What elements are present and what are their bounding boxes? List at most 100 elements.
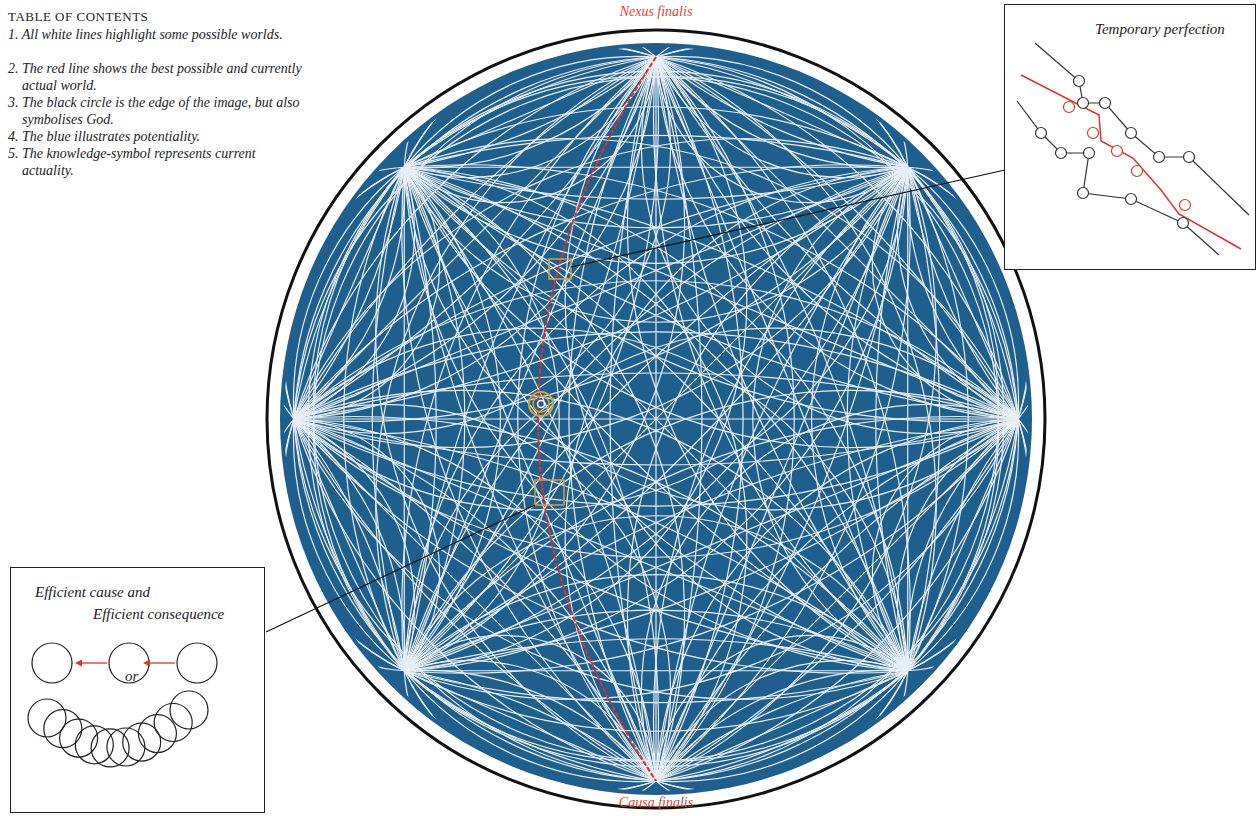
world-line — [294, 139, 908, 419]
world-line — [294, 419, 656, 781]
world-line — [656, 57, 908, 168]
world-line — [897, 167, 1018, 419]
world-line — [404, 167, 747, 781]
world-line — [656, 671, 908, 816]
world-line — [404, 107, 907, 168]
consequence-circle — [170, 691, 208, 729]
world-line — [908, 419, 1018, 671]
world-line — [1035, 43, 1249, 215]
toc-item: 5. The knowledge-symbol represents curre… — [8, 145, 308, 179]
world-line — [404, 57, 656, 178]
consequence-circle — [107, 728, 145, 766]
actual-state — [1088, 128, 1099, 139]
zoom-square — [535, 480, 564, 505]
toc-item: 2. The red line shows the best possible … — [8, 60, 308, 94]
toc-item: 1. All white lines highlight some possib… — [8, 26, 308, 43]
actual-state — [1064, 102, 1075, 113]
world-line — [404, 419, 1018, 699]
actual-state — [1180, 200, 1191, 211]
actual-world-line — [1021, 75, 1241, 249]
world-line — [259, 419, 405, 671]
world-line — [376, 167, 656, 781]
world-line — [404, 71, 907, 167]
leader-line — [266, 505, 535, 632]
world-state — [1036, 128, 1047, 139]
world-state — [1184, 152, 1195, 163]
world-line — [294, 167, 440, 419]
world-line — [404, 135, 907, 167]
pole-label: Nexus finalis — [620, 3, 693, 20]
world-line — [294, 419, 656, 781]
world-line — [294, 419, 656, 781]
world-state — [1178, 218, 1189, 229]
god-circle — [267, 30, 1045, 808]
knowledge-symbol — [529, 392, 553, 416]
world-line — [404, 671, 907, 767]
world-line — [308, 167, 404, 670]
actual-state — [1112, 146, 1123, 157]
world-line — [404, 167, 559, 670]
world-line — [294, 419, 415, 671]
consequence-circle — [154, 704, 192, 742]
arrowhead — [143, 660, 150, 667]
world-line — [656, 167, 999, 781]
world-line — [284, 167, 405, 419]
world-line — [404, 167, 436, 670]
toc-heading: TABLE OF CONTENTS — [8, 8, 148, 25]
inset-text: Efficient cause and — [35, 584, 150, 601]
world-line — [404, 22, 656, 168]
world-line — [294, 167, 404, 419]
pole-label: Causa finalis — [619, 794, 693, 811]
world-line — [908, 419, 1018, 671]
world-line — [1017, 101, 1219, 255]
world-line — [404, 167, 907, 168]
world-line — [294, 419, 1018, 465]
world-line — [404, 167, 656, 781]
world-state — [1074, 76, 1085, 87]
world-line — [294, 419, 440, 671]
world-state — [1056, 148, 1067, 159]
world-line — [404, 167, 907, 199]
cause-circle — [32, 643, 72, 683]
arrowhead — [75, 660, 82, 667]
world-line — [404, 167, 405, 670]
world-line — [294, 419, 908, 762]
world-line — [294, 419, 656, 781]
world-state — [1154, 152, 1165, 163]
world-line — [404, 635, 656, 781]
zoom-square — [549, 259, 571, 279]
world-line — [344, 167, 405, 670]
world-line — [404, 167, 1018, 421]
world-line — [404, 167, 465, 670]
world-line — [404, 167, 684, 781]
world-line — [404, 167, 1018, 419]
world-line — [294, 419, 656, 781]
world-line — [404, 167, 656, 781]
world-line — [294, 419, 656, 781]
world-line — [404, 671, 656, 782]
world-line — [404, 167, 658, 781]
world-line — [294, 419, 656, 781]
world-state — [1084, 148, 1095, 159]
world-line — [404, 165, 1018, 419]
possible-worlds — [249, 12, 1062, 816]
inset-illustration — [1005, 5, 1257, 271]
world-line — [293, 167, 404, 419]
world-line — [249, 167, 404, 670]
world-line — [294, 373, 1018, 419]
world-line — [404, 167, 1018, 419]
inset-illustration — [11, 568, 266, 814]
actual-world-line — [538, 57, 656, 781]
world-line — [656, 167, 910, 781]
world-line — [404, 670, 907, 671]
toc-item: 4. The blue illustrates potentiality. — [8, 128, 308, 145]
world-line — [404, 57, 656, 168]
world-line — [280, 419, 656, 795]
inset-text: or — [125, 668, 138, 685]
world-line — [294, 419, 908, 673]
world-line — [656, 660, 908, 781]
world-line — [404, 12, 907, 167]
world-line — [907, 167, 1018, 419]
world-state — [1078, 188, 1089, 199]
world-state — [1126, 128, 1137, 139]
